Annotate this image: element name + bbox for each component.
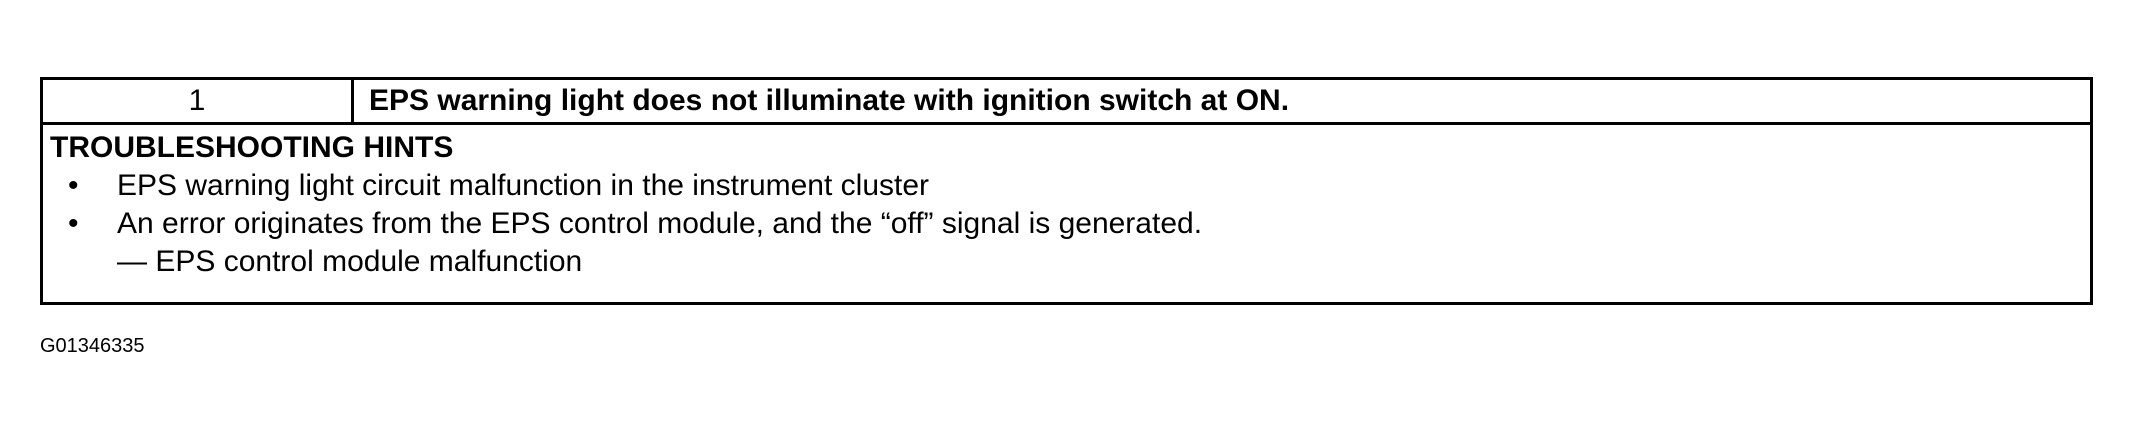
- hints-heading: TROUBLESHOOTING HINTS: [50, 131, 454, 164]
- step-number: 1: [43, 80, 354, 122]
- figure-id: G01346335: [40, 335, 145, 357]
- hints-list: • EPS warning light circuit malfunction …: [50, 167, 2090, 243]
- hint-sub-item: — EPS control module malfunction: [117, 245, 583, 278]
- hint-item: • An error originates from the EPS contr…: [50, 205, 2090, 243]
- hint-item: • EPS warning light circuit malfunction …: [50, 167, 2090, 205]
- troubleshooting-hints-section: TROUBLESHOOTING HINTS • EPS warning ligh…: [43, 125, 2090, 302]
- step-title: EPS warning light does not illuminate wi…: [369, 84, 1290, 117]
- step-header-row: 1 EPS warning light does not illuminate …: [43, 80, 2090, 125]
- hint-text: An error originates from the EPS control…: [117, 207, 1203, 240]
- hint-text: EPS warning light circuit malfunction in…: [117, 169, 930, 202]
- troubleshooting-table: 1 EPS warning light does not illuminate …: [40, 77, 2093, 305]
- bullet-dot-icon: •: [68, 207, 79, 240]
- bullet-dot-icon: •: [68, 169, 79, 202]
